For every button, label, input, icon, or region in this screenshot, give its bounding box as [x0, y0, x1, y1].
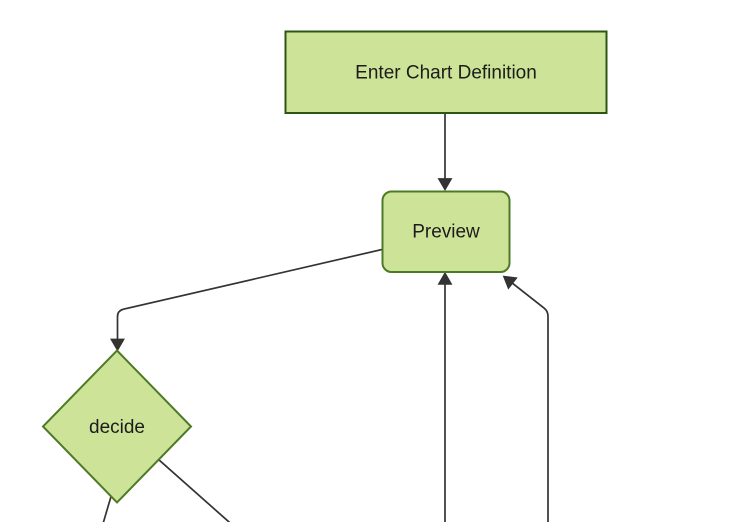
arrowhead-down-icon [110, 338, 125, 352]
arrowhead-up-icon [437, 271, 453, 285]
edge-offscreen-to-preview-center [437, 271, 453, 522]
node-enter-chart-definition: Enter Chart Definition [284, 30, 608, 114]
edge-line [156, 457, 231, 522]
arrowhead-up-left-icon [502, 275, 518, 290]
edge-preview-to-decide [110, 248, 384, 352]
node-label: decide [89, 417, 145, 438]
edge-line [102, 495, 113, 522]
edge-line [116, 248, 384, 343]
arrowhead-down-icon [437, 178, 453, 191]
node-label: Enter Chart Definition [355, 63, 537, 84]
node-decide: decide [41, 349, 193, 504]
edge-enter-chart-definition-to-preview [437, 112, 453, 191]
diamond-shape [41, 349, 193, 504]
edge-offscreen-to-preview-corner [502, 275, 549, 522]
edge-decide-to-offscreen-left [102, 495, 113, 522]
edge-line [511, 282, 549, 522]
node-preview: Preview [381, 190, 511, 273]
rectangle-shape [284, 30, 608, 114]
rounded-rectangle-shape [381, 190, 511, 273]
edge-decide-to-offscreen-right [156, 457, 231, 522]
node-label: Preview [412, 222, 480, 243]
